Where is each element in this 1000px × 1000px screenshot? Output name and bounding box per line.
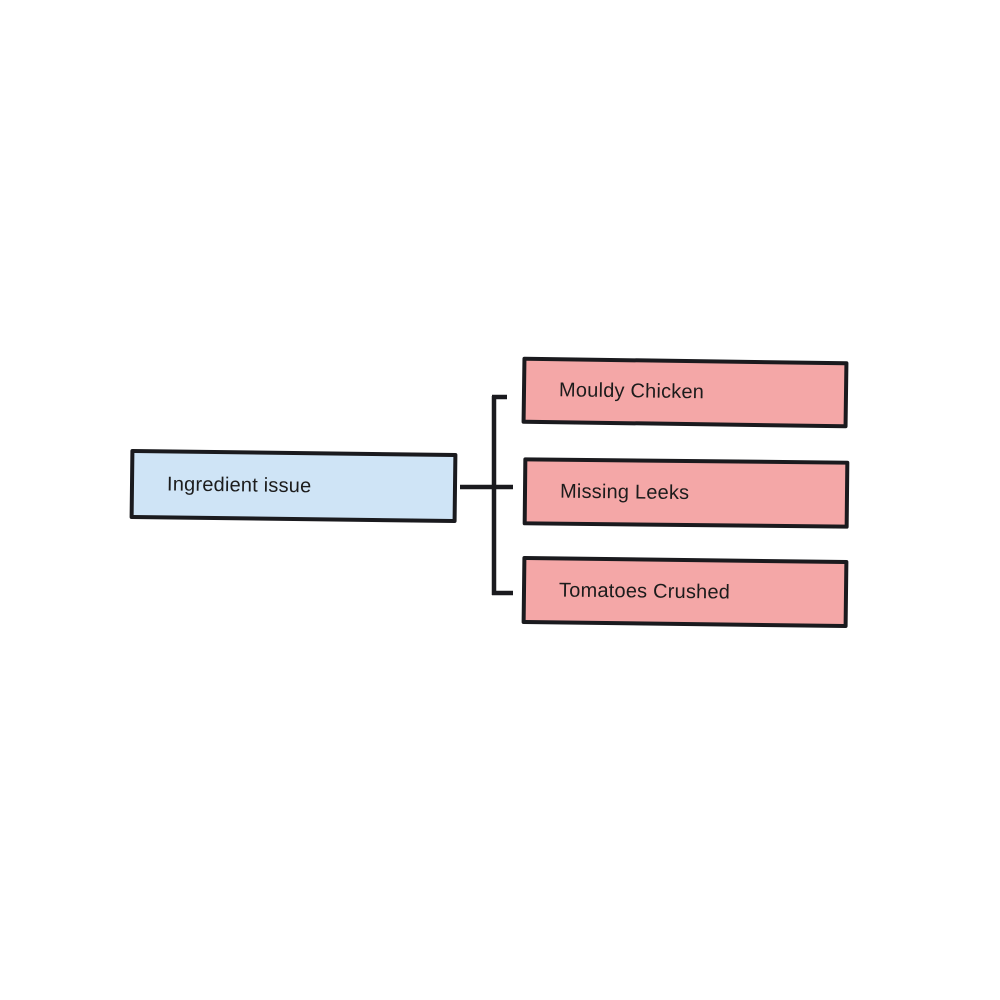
node-mouldy-chicken-label: Mouldy Chicken	[558, 379, 705, 404]
node-tomatoes-crushed-label: Tomatoes Crushed	[558, 578, 731, 604]
node-missing-leeks[interactable]: Missing Leeks	[522, 457, 850, 529]
node-ingredient-issue-label: Ingredient issue	[166, 472, 312, 497]
node-mouldy-chicken[interactable]: Mouldy Chicken	[521, 356, 849, 429]
node-missing-leeks-label: Missing Leeks	[559, 480, 690, 504]
node-ingredient-issue[interactable]: Ingredient issue	[129, 449, 458, 523]
node-tomatoes-crushed[interactable]: Tomatoes Crushed	[521, 556, 849, 628]
